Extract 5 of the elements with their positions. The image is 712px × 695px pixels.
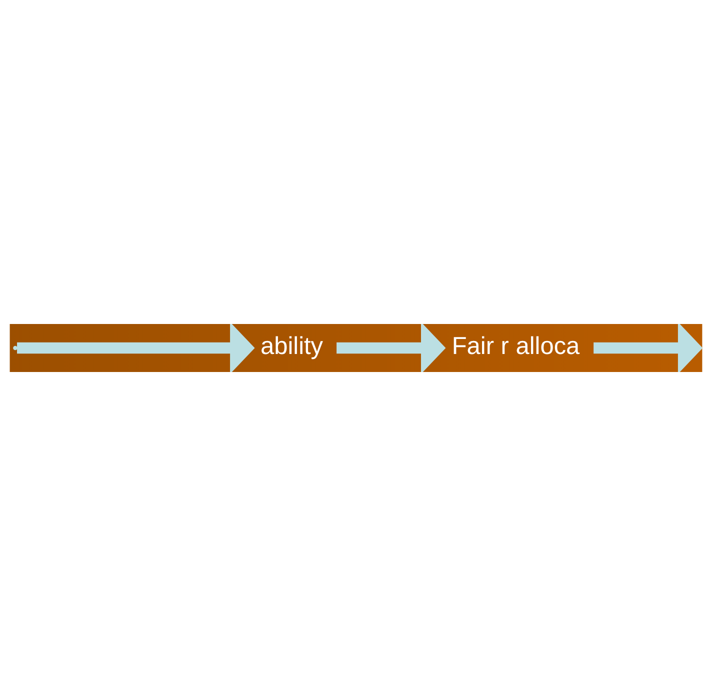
arrow [336, 324, 446, 372]
arrow [17, 324, 255, 372]
node-text: Fair r alloca [452, 332, 580, 360]
arrow [594, 324, 703, 372]
node-text: ability [260, 332, 324, 360]
